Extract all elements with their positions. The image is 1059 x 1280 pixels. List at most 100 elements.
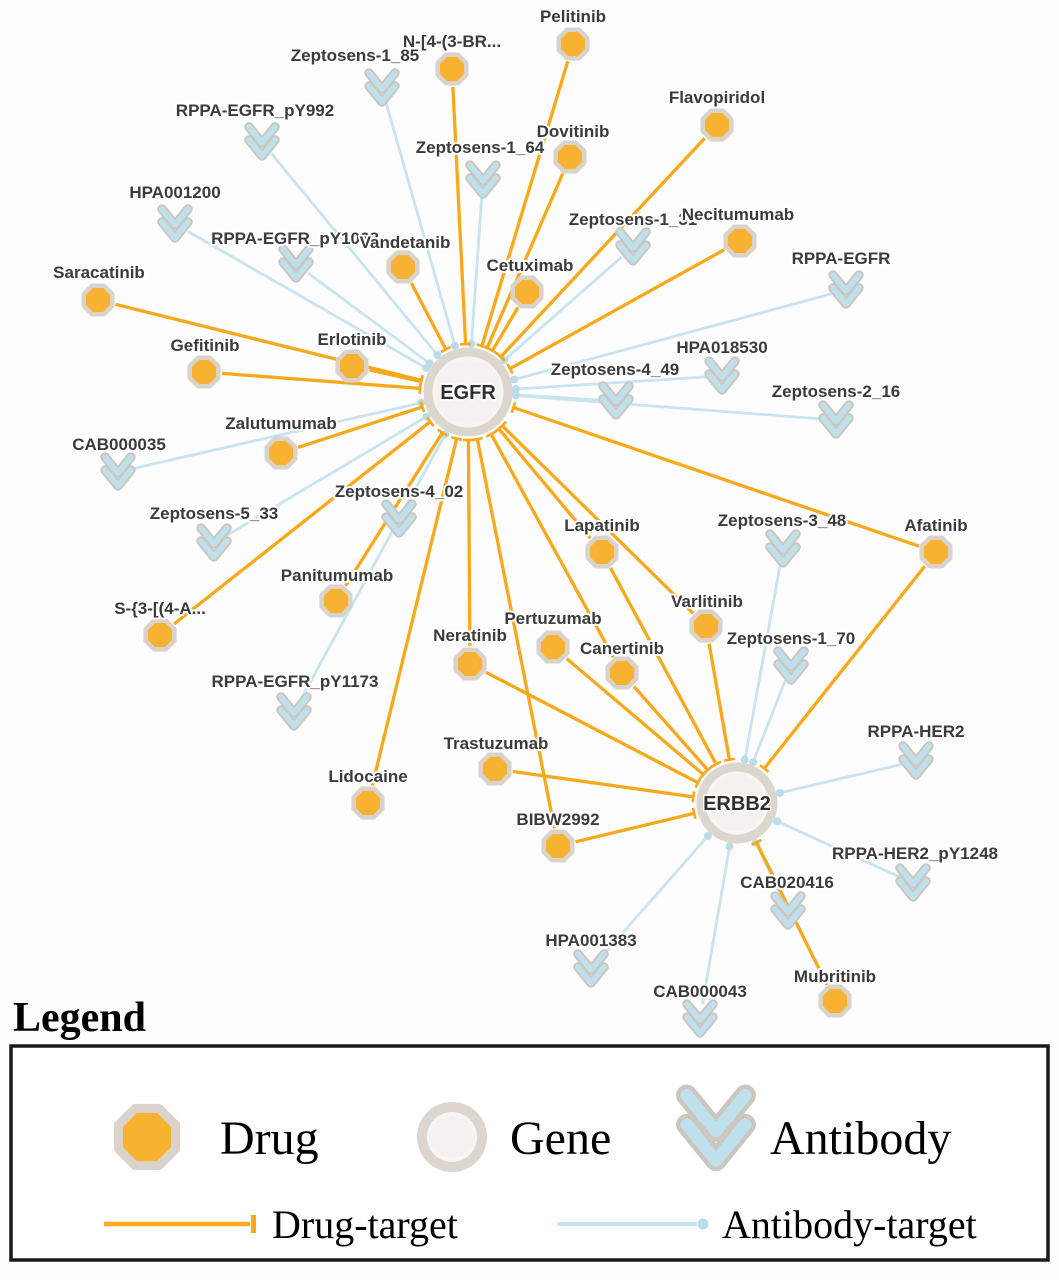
edge-saracatinib-egfr xyxy=(115,302,424,387)
node-label-cetuximab: Cetuximab xyxy=(487,256,574,275)
legend-drug-target-tee-icon xyxy=(251,1215,256,1233)
antibody-node-hpa001200[interactable] xyxy=(157,204,193,243)
legend: Legend Drug Gene Antibody Drug-target An… xyxy=(9,995,1050,1262)
drug-node-neratinib[interactable] xyxy=(453,647,487,681)
antibody-node-zeptosens_4_49[interactable] xyxy=(598,381,634,420)
node-label-afatinib: Afatinib xyxy=(904,516,967,535)
node-label-varlitinib: Varlitinib xyxy=(671,592,743,611)
antibody-node-zeptosens_1_64[interactable] xyxy=(465,160,501,199)
drug-node-s3_4a[interactable] xyxy=(143,618,177,652)
drug-node-bibw2992[interactable] xyxy=(541,829,575,863)
edge-cetuximab-egfr xyxy=(487,306,520,355)
legend-antibody-label: Antibody xyxy=(770,1112,951,1165)
node-label-dovitinib: Dovitinib xyxy=(537,122,610,141)
edge-pertuzumab-erbb2 xyxy=(565,657,708,780)
drug-node-zalutumumab[interactable] xyxy=(264,436,298,470)
node-label-rppa_her2: RPPA-HER2 xyxy=(868,722,965,741)
node-label-lidocaine: Lidocaine xyxy=(328,767,407,786)
node-label-cab020416: CAB020416 xyxy=(740,873,834,892)
node-label-gefitinib: Gefitinib xyxy=(171,336,240,355)
node-label-zalutumumab: Zalutumumab xyxy=(225,414,336,433)
antibody-node-cab020416[interactable] xyxy=(770,891,806,930)
node-label-zeptosens_2_16: Zeptosens-2_16 xyxy=(772,382,901,401)
antibody-node-zeptosens_1_31[interactable] xyxy=(615,227,651,266)
edge-bibw2992-erbb2 xyxy=(575,807,697,844)
edge-zalutumumab-egfr xyxy=(297,401,426,449)
gene-node-egfr[interactable] xyxy=(423,347,513,437)
edge-hpa001200-egfr xyxy=(187,230,431,373)
node-label-zeptosens_4_49: Zeptosens-4_49 xyxy=(551,360,680,379)
node-label-bibw2992: BIBW2992 xyxy=(516,810,599,829)
edge-gefitinib-egfr xyxy=(221,371,422,394)
edge-flavopiridol-egfr xyxy=(495,137,706,362)
drug-node-vandetanib[interactable] xyxy=(386,250,420,284)
legend-icons xyxy=(104,1084,756,1233)
edge-rppa_egfr_py1068-egfr xyxy=(307,271,434,368)
antibody-node-hpa001383[interactable] xyxy=(573,949,609,988)
drug-node-lapatinib[interactable] xyxy=(585,535,619,569)
antibody-node-rppa_egfr_py992[interactable] xyxy=(244,122,280,161)
legend-gene-label: Gene xyxy=(510,1112,611,1165)
node-label-cab000035: CAB000035 xyxy=(72,435,166,454)
drug-node-n4_3br[interactable] xyxy=(435,52,469,86)
edge-lidocaine-egfr xyxy=(370,436,463,786)
node-label-flavopiridol: Flavopiridol xyxy=(669,88,765,107)
node-label-pertuzumab: Pertuzumab xyxy=(504,609,601,628)
drug-node-saracatinib[interactable] xyxy=(81,283,115,317)
drug-node-gefitinib[interactable] xyxy=(187,355,221,389)
edge-vandetanib-egfr xyxy=(409,282,452,354)
node-label-egfr: EGFR xyxy=(440,382,496,404)
edge-zeptosens_3_48-erbb2 xyxy=(740,563,782,764)
node-label-zeptosens_1_64: Zeptosens-1_64 xyxy=(416,138,545,157)
drug-node-erlotinib[interactable] xyxy=(335,349,369,383)
gene-node-erbb2[interactable] xyxy=(696,762,778,844)
drug-node-mubritinib[interactable] xyxy=(818,984,852,1018)
drug-node-pelitinib[interactable] xyxy=(556,27,590,61)
drug-node-canertinib[interactable] xyxy=(605,656,639,690)
antibody-node-zeptosens_3_48[interactable] xyxy=(765,529,801,568)
edge-zeptosens_1_70-erbb2 xyxy=(749,679,787,767)
drug-node-afatinib[interactable] xyxy=(919,535,953,569)
antibody-node-cab000035[interactable] xyxy=(100,452,136,491)
edge-zeptosens_5_33-egfr xyxy=(226,412,431,537)
node-label-neratinib: Neratinib xyxy=(433,626,507,645)
antibody-node-rppa_her2_py1248[interactable] xyxy=(895,863,931,902)
antibody-node-rppa_egfr_py1173[interactable] xyxy=(276,692,312,731)
node-label-canertinib: Canertinib xyxy=(580,639,664,658)
edge-varlitinib-erbb2 xyxy=(707,643,736,762)
edge-lapatinib-egfr xyxy=(493,424,592,540)
antibody-node-rppa_her2[interactable] xyxy=(898,741,934,780)
drug-node-cetuximab[interactable] xyxy=(510,275,544,309)
antibody-node-zeptosens_1_70[interactable] xyxy=(773,646,809,685)
node-label-panitumumab: Panitumumab xyxy=(281,566,393,585)
drug-node-varlitinib[interactable] xyxy=(689,609,723,643)
edge-lapatinib-erbb2 xyxy=(609,567,722,768)
node-label-saracatinib: Saracatinib xyxy=(53,263,145,282)
legend-drug-icon xyxy=(113,1103,181,1171)
antibody-node-zeptosens_4_02[interactable] xyxy=(381,499,417,538)
drug-node-dovitinib[interactable] xyxy=(553,140,587,174)
antibody-node-zeptosens_2_16[interactable] xyxy=(818,400,854,439)
antibody-node-rppa_egfr[interactable] xyxy=(828,270,864,309)
antibody-node-cab000043[interactable] xyxy=(682,999,718,1038)
edge-rppa_egfr_py992-egfr xyxy=(270,152,442,359)
node-label-rppa_egfr_py1173: RPPA-EGFR_pY1173 xyxy=(212,672,379,691)
drug-node-flavopiridol[interactable] xyxy=(700,108,734,142)
drug-node-lidocaine[interactable] xyxy=(351,786,385,820)
antibody-node-rppa_egfr_py1068[interactable] xyxy=(278,244,314,283)
legend-drug-label: Drug xyxy=(220,1112,319,1165)
edge-neratinib-egfr xyxy=(462,438,474,647)
antibody-node-zeptosens_5_33[interactable] xyxy=(196,523,232,562)
drug-node-pertuzumab[interactable] xyxy=(536,630,570,664)
drug-node-trastuzumab[interactable] xyxy=(478,752,512,786)
drug-node-necitumumab[interactable] xyxy=(723,224,757,258)
node-label-trastuzumab: Trastuzumab xyxy=(444,734,549,753)
edge-necitumumab-egfr xyxy=(506,248,726,375)
edge-zeptosens_1_64-egfr xyxy=(467,194,484,349)
drug-node-panitumumab[interactable] xyxy=(319,584,353,618)
antibody-node-hpa018530[interactable] xyxy=(704,356,740,395)
node-label-zeptosens_3_48: Zeptosens-3_48 xyxy=(718,511,847,530)
node-label-zeptosens_5_33: Zeptosens-5_33 xyxy=(150,504,279,523)
antibody-node-zeptosens_1_85[interactable] xyxy=(364,68,400,107)
